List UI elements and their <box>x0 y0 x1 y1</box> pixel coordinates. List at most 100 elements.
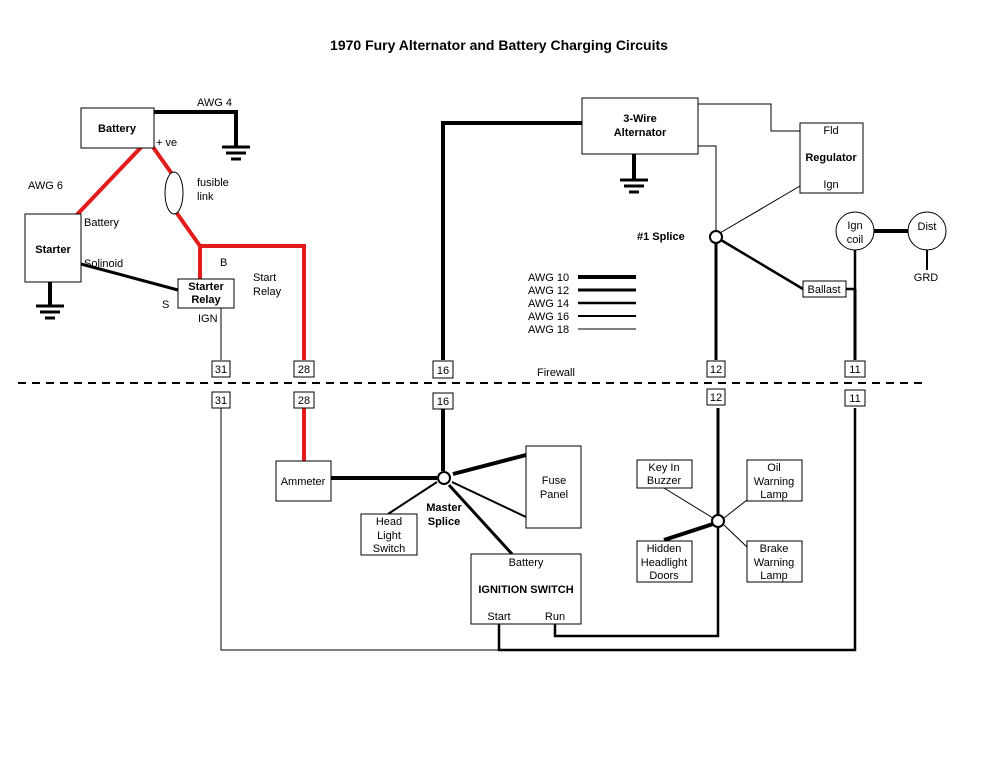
hidden-headlight-doors-label-3: Doors <box>649 570 679 582</box>
brake-warning-lamp: Brake Warning Lamp <box>746 540 803 583</box>
brake-warning-lamp-label-3: Lamp <box>760 570 788 582</box>
hidden-headlight-doors: Hidden Headlight Doors <box>636 540 693 583</box>
connector-upper-31: 31 <box>211 360 231 378</box>
ammeter-label: Ammeter <box>281 476 326 488</box>
starter-label: Starter <box>35 244 71 256</box>
ammeter: Ammeter <box>275 460 332 502</box>
battery-ground-wire <box>154 110 238 147</box>
starter-ground-icon <box>36 304 64 320</box>
battery-starter-red-wire <box>68 138 150 224</box>
legend-awg16: AWG 16 <box>528 311 569 323</box>
connector-lower-11-label: 11 <box>849 393 860 405</box>
31-return-wire <box>220 408 499 651</box>
ign-coil: Ign coil <box>835 211 875 251</box>
ignition-switch: Battery IGNITION SWITCH Start Run <box>470 553 582 625</box>
key-buzzer-splice-wire <box>663 487 714 519</box>
alternator-label-2: Alternator <box>614 127 667 139</box>
connector-lower-16: 16 <box>432 392 454 410</box>
ballast-label: Ballast <box>807 284 840 296</box>
ignition-switch-label: IGNITION SWITCH <box>478 584 573 596</box>
connector-lower-31-label: 31 <box>215 395 227 407</box>
alternator: 3-Wire Alternator <box>581 97 699 155</box>
regulator: Fld Regulator Ign <box>799 122 864 194</box>
oil-warning-lamp-label-1: Oil <box>767 462 780 474</box>
ignition-run-terminal: Run <box>545 611 565 623</box>
connector-upper-16-label: 16 <box>437 365 449 377</box>
connector-upper-16: 16 <box>432 360 454 379</box>
connector-lower-28: 28 <box>293 391 315 409</box>
regulator-fld: Fld <box>823 125 838 137</box>
ignition-battery-terminal: Battery <box>509 557 544 569</box>
key-in-buzzer: Key In Buzzer <box>636 459 693 489</box>
master-splice-headlight-switch-wire <box>387 481 438 515</box>
master-splice-label-2: Splice <box>428 516 460 528</box>
start-relay-label-2: Relay <box>253 286 282 298</box>
battery: Battery <box>80 107 155 149</box>
fuse-panel-label-1: Fuse <box>542 475 566 487</box>
relay-ign-terminal: IGN <box>198 313 218 325</box>
legend-awg18: AWG 18 <box>528 324 569 336</box>
head-light-switch: Head Light Switch <box>360 513 418 556</box>
connector-lower-28-label: 28 <box>298 395 310 407</box>
ballast: Ballast <box>802 280 847 298</box>
connector-upper-12: 12 <box>706 360 726 378</box>
ign-coil-label-1: Ign <box>847 220 862 232</box>
alternator-splice1-wire <box>698 145 717 231</box>
fuse-panel: Fuse Panel <box>525 445 582 529</box>
connector-upper-12-label: 12 <box>710 364 722 376</box>
brake-warning-lamp-label-1: Brake <box>760 543 789 555</box>
alternator-label-1: 3-Wire <box>623 113 657 125</box>
master-splice-fuse-panel-wire-lower <box>451 481 527 518</box>
battery-label: Battery <box>98 123 137 135</box>
hidden-headlight-doors-label-2: Headlight <box>641 557 687 569</box>
ign-coil-label-2: coil <box>847 234 864 246</box>
ignition-start-terminal: Start <box>487 611 510 623</box>
alternator-field-wire <box>698 103 800 132</box>
alternator-ground-icon <box>620 178 648 194</box>
legend-awg12: AWG 12 <box>528 285 569 297</box>
fusible-link-icon <box>164 171 184 215</box>
distributor: Dist <box>907 211 947 251</box>
awg6-label: AWG 6 <box>28 180 63 192</box>
head-light-switch-label-2: Light <box>377 530 401 542</box>
starter-battery-terminal: Battery <box>84 217 119 229</box>
connector-upper-11-label: 11 <box>849 364 860 376</box>
relay-s-terminal: S <box>162 299 169 311</box>
headlight-doors-splice-wire <box>663 522 714 542</box>
dist-label: Dist <box>918 221 937 233</box>
splice1-label: #1 Splice <box>637 231 685 243</box>
relay-b-terminal: B <box>220 257 227 269</box>
oil-lamp-splice-wire <box>723 499 748 519</box>
battery-positive-label: + ve <box>156 137 177 149</box>
fuse-panel-label-2: Panel <box>540 489 568 501</box>
head-light-switch-label-1: Head <box>376 516 402 528</box>
oil-warning-lamp-label-3: Lamp <box>760 489 788 501</box>
master-splice-node <box>437 471 451 485</box>
wire-gauge-legend: AWG 10 AWG 12 AWG 14 AWG 16 AWG 18 <box>528 272 636 336</box>
relay-label-1: Starter <box>188 281 224 293</box>
connector-upper-11: 11 <box>844 360 866 378</box>
starter-relay: Starter Relay <box>177 278 235 309</box>
master-splice-ignition-battery-wire <box>447 483 514 556</box>
relay-label-2: Relay <box>191 294 221 306</box>
starter-solenoid-terminal: Solinoid <box>84 258 123 270</box>
connector-lower-12-label: 12 <box>710 392 722 404</box>
oil-warning-lamp-label-2: Warning <box>754 476 795 488</box>
key-in-buzzer-label-2: Buzzer <box>647 475 682 487</box>
connector-lower-31: 31 <box>211 391 231 409</box>
grd-label: GRD <box>914 272 939 284</box>
relay-b-to-28-wire <box>198 244 306 360</box>
awg4-label: AWG 4 <box>197 97 232 109</box>
regulator-label: Regulator <box>805 152 857 164</box>
regulator-ign-wire <box>719 185 801 234</box>
ignition-run-wire <box>553 528 720 638</box>
starter: Starter <box>24 213 82 283</box>
start-relay-label-1: Start <box>253 272 276 284</box>
fusible-label-1: fusible <box>197 177 229 189</box>
lower-splice-node <box>711 514 725 528</box>
fusible-link-relay-wire <box>174 210 202 248</box>
ballast-coil-wire <box>846 250 857 291</box>
master-splice-label-1: Master <box>426 502 462 514</box>
diagram-title: 1970 Fury Alternator and Battery Chargin… <box>330 37 668 53</box>
